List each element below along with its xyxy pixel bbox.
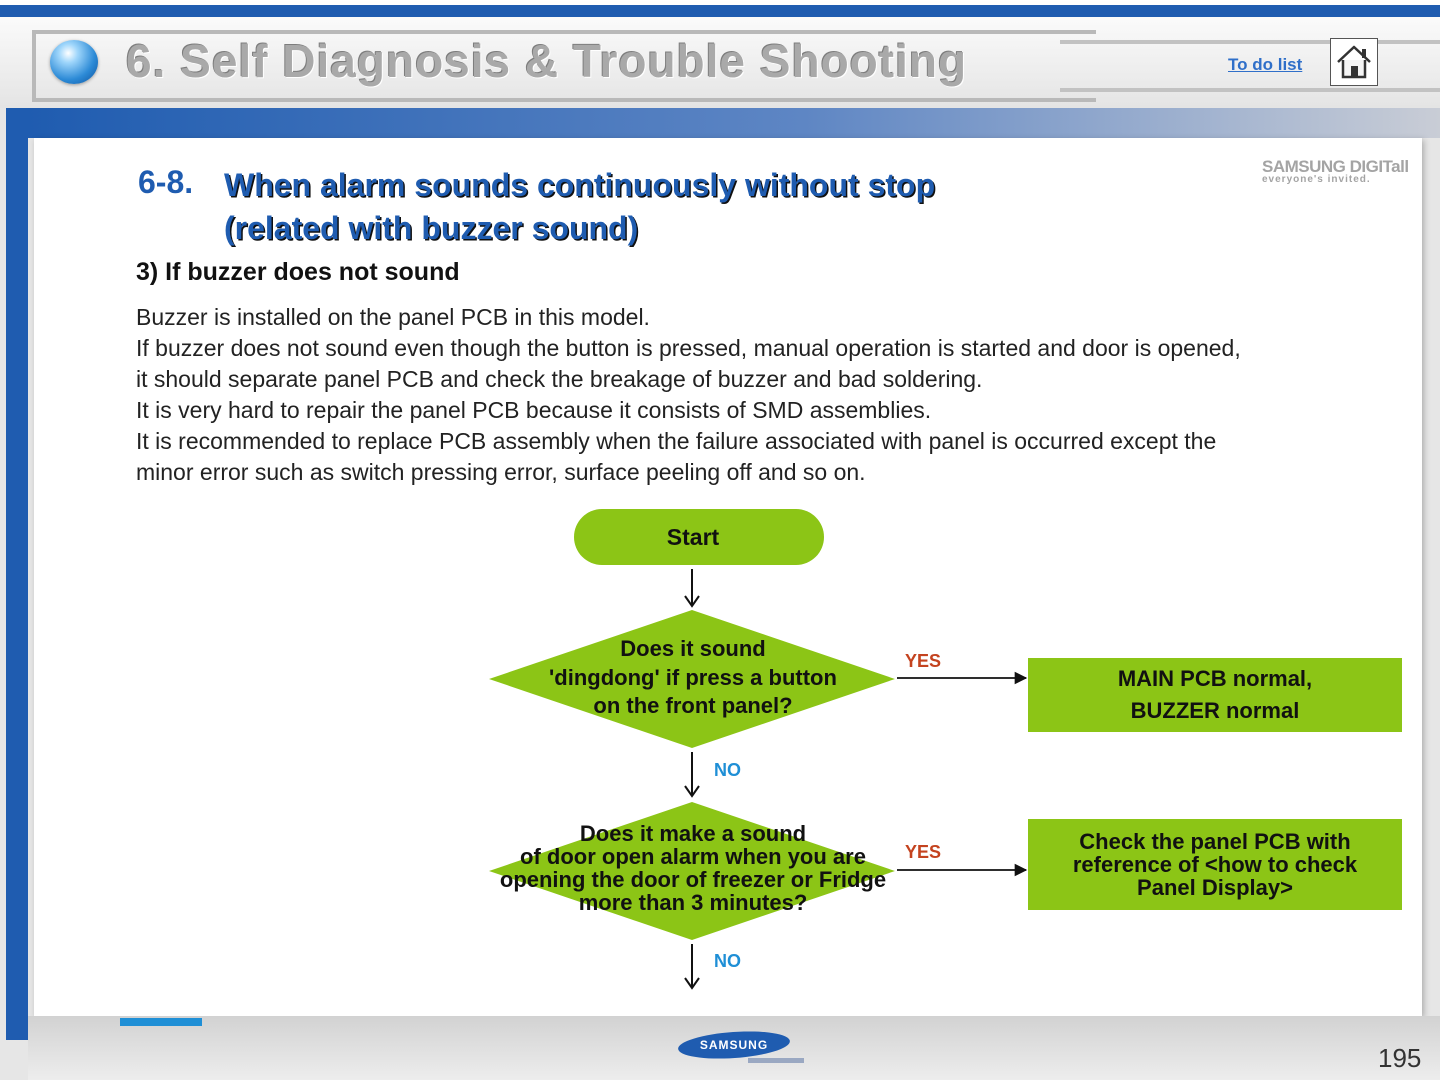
decision-1-text: Does it sound 'dingdong' if press a butt… — [520, 635, 866, 721]
result-1-line: BUZZER normal — [1130, 698, 1300, 723]
sub-heading: 3) If buzzer does not sound — [136, 258, 460, 286]
decision-1-line: on the front panel? — [593, 693, 793, 718]
start-terminal — [574, 509, 824, 565]
flow-arrowhead — [684, 595, 700, 608]
section-title-line: When alarm sounds continuously without s… — [224, 167, 936, 203]
no-label-2: NO — [714, 951, 741, 971]
decision-1-line: 'dingdong' if press a button — [549, 664, 837, 690]
section-title: When alarm sounds continuously without s… — [224, 164, 935, 250]
footer-accent — [120, 1018, 202, 1026]
result-2-text: Check the panel PCB with reference of <h… — [1028, 830, 1402, 899]
body-line: It is recommended to replace PCB assembl… — [136, 428, 1217, 454]
section-title-line: (related with buzzer sound) — [224, 210, 639, 246]
home-icon — [1337, 45, 1371, 79]
decision-1-diamond — [489, 610, 895, 748]
page-number: 195 — [1378, 1043, 1422, 1073]
samsung-digital-wordmark: SAMSUNG DIGITall — [1262, 157, 1409, 176]
title-rail — [1060, 88, 1440, 92]
no-label-1: NO — [714, 760, 741, 780]
globe-icon — [50, 40, 98, 84]
flow-arrowhead — [684, 977, 700, 990]
start-label: Start — [666, 524, 720, 550]
body-line: Buzzer is installed on the panel PCB in … — [136, 304, 650, 330]
decision-2-text: Does it make a sound of door open alarm … — [470, 822, 916, 914]
yes-label-1: YES — [905, 651, 942, 671]
page-title: 6. Self Diagnosis & Trouble Shooting — [126, 35, 968, 87]
samsung-logo: SAMSUNG — [678, 1031, 804, 1063]
yes-label-2: YES — [905, 842, 942, 862]
title-frame — [32, 30, 1096, 102]
decision-2-line: of door open alarm when you are — [520, 844, 866, 869]
decision-2-line: more than 3 minutes? — [578, 890, 808, 915]
result-box-2 — [1028, 819, 1402, 910]
to-do-list-link[interactable]: To do list — [1228, 55, 1303, 74]
result-2-line: reference of <how to check — [1072, 852, 1358, 877]
body-paragraph: Buzzer is installed on the panel PCB in … — [136, 302, 1406, 488]
header-top-rule — [0, 5, 1440, 17]
home-button[interactable] — [1330, 38, 1378, 86]
result-1-line: MAIN PCB normal, — [1117, 666, 1313, 691]
result-2-line: Panel Display> — [1137, 875, 1293, 900]
svg-text:SAMSUNG: SAMSUNG — [700, 1038, 768, 1052]
decision-2-line: opening the door of freezer or Fridge — [499, 867, 887, 892]
decision-1-line: Does it sound — [620, 636, 766, 661]
title-rail — [1060, 40, 1440, 44]
body-line: minor error such as switch pressing erro… — [136, 459, 866, 485]
decision-2-diamond — [489, 802, 895, 940]
flow-arrowhead — [684, 785, 700, 798]
samsung-digital-logo: SAMSUNG DIGITall everyone's invited. — [1262, 158, 1418, 185]
left-accent-bar — [6, 108, 28, 1040]
result-box-1 — [1028, 658, 1402, 732]
content-top-shade — [28, 108, 1440, 138]
decision-2-line: Does it make a sound — [579, 821, 807, 846]
samsung-digital-tagline: everyone's invited. — [1262, 174, 1371, 185]
result-2-line: Check the panel PCB with — [1079, 829, 1351, 854]
body-line: If buzzer does not sound even though the… — [136, 335, 1241, 361]
body-line: It is very hard to repair the panel PCB … — [136, 397, 932, 423]
section-number: 6-8. — [138, 164, 194, 200]
body-line: it should separate panel PCB and check t… — [136, 366, 983, 392]
result-1-text: MAIN PCB normal, BUZZER normal — [1028, 663, 1402, 727]
